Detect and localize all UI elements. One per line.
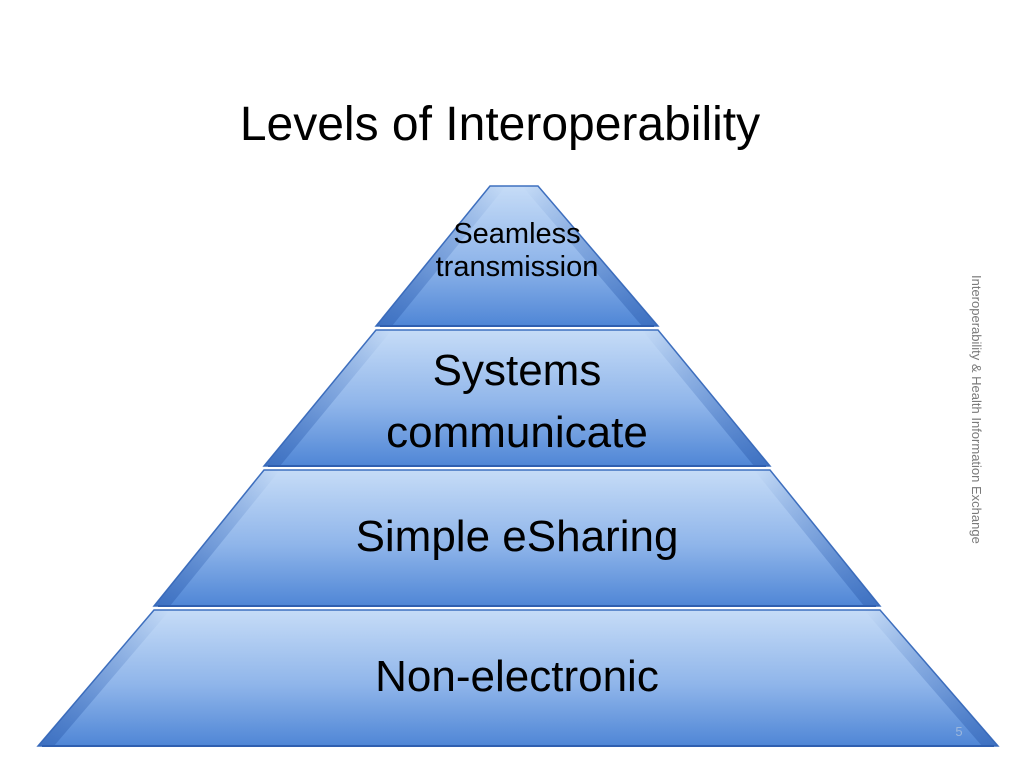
pyramid-label-line: Simple eSharing (355, 512, 679, 561)
slide-title: Levels of Interoperability (239, 98, 761, 151)
side-note-text: Interoperability & Health Information Ex… (969, 275, 984, 544)
slide-number: 5 (955, 724, 963, 739)
pyramid-label-systems-communicate: Systems communicate (330, 340, 704, 463)
pyramid-tier-seamless-transmission (374, 185, 660, 327)
side-note: Interoperability & Health Information Ex… (966, 275, 986, 605)
pyramid-tier-systems-communicate (262, 329, 772, 467)
pyramid-tier-non-electronic (36, 609, 1000, 747)
pyramid-label-line: transmission (435, 251, 599, 284)
pyramid-label-non-electronic: Non-electronic (200, 652, 834, 703)
pyramid-label-simple-esharing: Simple eSharing (260, 512, 774, 563)
pyramid-label-line: Systems (432, 346, 602, 395)
pyramid-label-line: Seamless (453, 218, 581, 250)
pyramid-label-line: communicate (386, 407, 648, 457)
pyramid-label-line: Non-electronic (375, 652, 659, 701)
pyramid-tier-simple-esharing (152, 469, 882, 607)
pyramid-label-seamless-transmission: Seamless transmission (400, 218, 634, 285)
